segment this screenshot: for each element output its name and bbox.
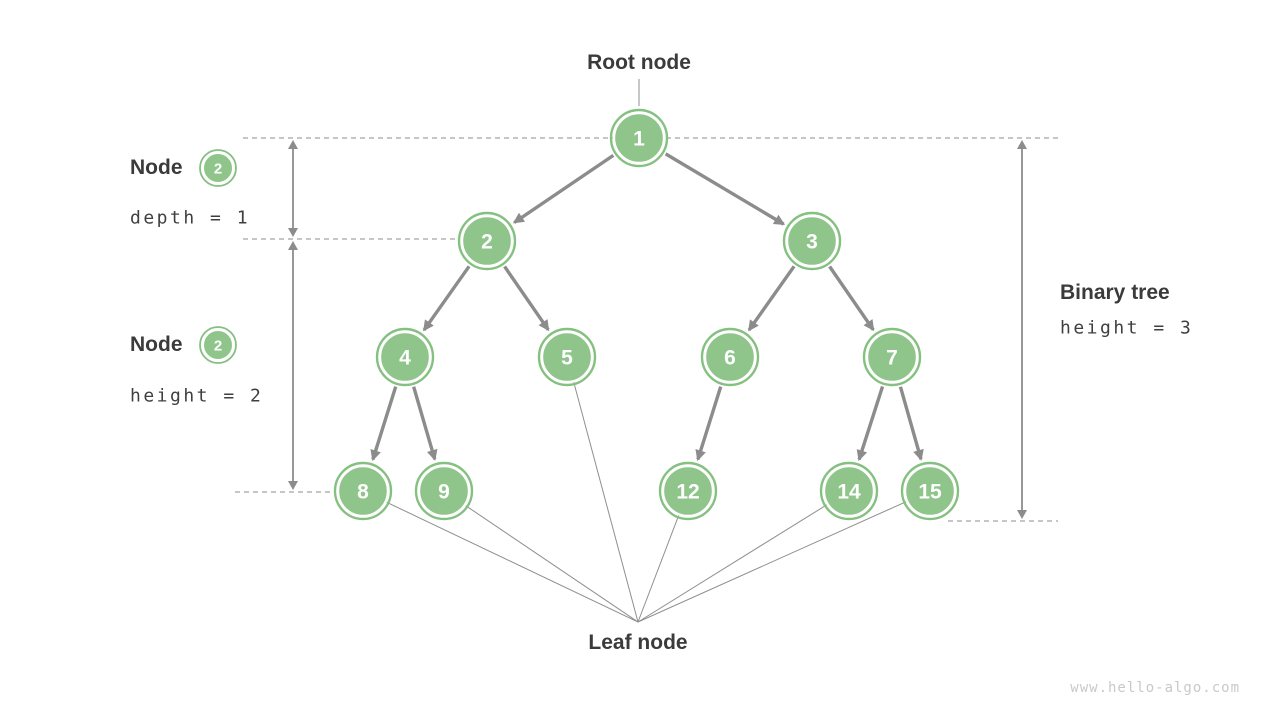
node-badge-icon: 2 <box>198 149 237 187</box>
tree-node-5: 5 <box>537 327 597 387</box>
node-badge-icon: 2 <box>198 326 237 364</box>
node-height-annotation: Node 2 <box>130 324 239 366</box>
tree-node-15: 15 <box>900 461 960 521</box>
root-node-label: Root node <box>587 51 691 74</box>
leaf-callout-line <box>443 490 639 623</box>
node-height-caption: height = 2 <box>130 385 264 407</box>
node-badge-value: 2 <box>213 337 221 354</box>
tree-node-value: 12 <box>676 481 699 504</box>
tree-edge-2-5 <box>503 265 550 332</box>
tree-node-6: 6 <box>700 327 760 387</box>
tree-node-1: 1 <box>609 108 669 168</box>
tree-edge-1-2 <box>512 153 615 224</box>
tree-edge-1-3 <box>664 152 786 226</box>
tree-node-value: 1 <box>633 128 645 151</box>
tree-edge-4-9 <box>412 386 438 461</box>
tree-node-value: 3 <box>806 231 818 254</box>
tree-node-9: 9 <box>414 461 474 521</box>
node-depth-annotation: Node 2 <box>130 147 239 189</box>
measure-arrow <box>288 241 298 490</box>
tree-node-2: 2 <box>457 211 517 271</box>
tree-edge-6-12 <box>695 386 723 462</box>
leaf-callout-line <box>362 490 639 623</box>
leaf-node-label: Leaf node <box>588 631 688 654</box>
tree-node-3: 3 <box>782 211 842 271</box>
tree-edge-7-14 <box>856 385 885 462</box>
tree-edge-7-15 <box>898 386 924 461</box>
tree-node-value: 6 <box>724 347 736 370</box>
tree-node-12: 12 <box>658 461 718 521</box>
measure-arrow <box>288 140 298 237</box>
tree-node-value: 9 <box>438 481 450 504</box>
tree-node-value: 14 <box>837 481 861 504</box>
leaf-callout-line <box>637 490 850 623</box>
tree-edge-3-7 <box>828 265 875 332</box>
tree-node-7: 7 <box>862 327 922 387</box>
node-badge-value: 2 <box>213 160 221 177</box>
tree-edge-3-6 <box>747 265 796 332</box>
tree-node-value: 5 <box>561 347 573 370</box>
tree-node-14: 14 <box>819 461 879 521</box>
tree-node-4: 4 <box>375 327 435 387</box>
tree-node-value: 4 <box>399 347 411 370</box>
binary-tree-height-caption: height = 3 <box>1060 317 1194 339</box>
leaf-callout-line <box>637 490 931 623</box>
binary-tree-title: Binary tree <box>1060 281 1170 304</box>
node-depth-title: Node <box>130 156 183 179</box>
tree-node-value: 7 <box>886 347 898 370</box>
measure-arrow <box>1017 140 1027 519</box>
node-height-title: Node <box>130 333 183 356</box>
tree-node-8: 8 <box>333 461 393 521</box>
leaf-callout-line <box>566 356 639 623</box>
tree-node-value: 15 <box>918 481 942 504</box>
tree-edge-2-4 <box>422 265 471 332</box>
tree-edge-4-8 <box>370 386 398 462</box>
tree-node-value: 2 <box>481 231 493 254</box>
tree-node-value: 8 <box>357 481 369 504</box>
watermark: www.hello-algo.com <box>1070 680 1240 696</box>
depth-caption: depth = 1 <box>130 207 251 229</box>
